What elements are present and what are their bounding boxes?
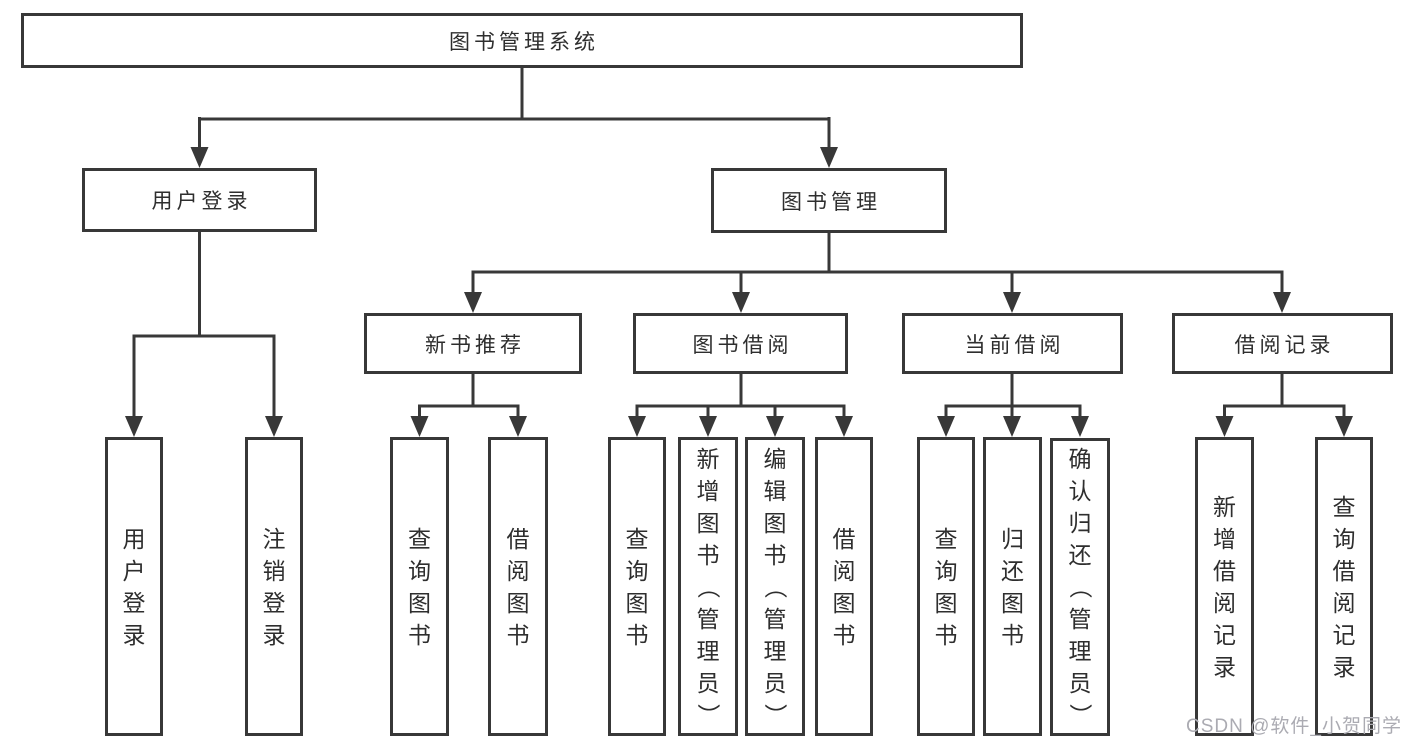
leaf-add-borrowing-record: 新增借阅记录 xyxy=(1195,437,1254,736)
leaf-return-books: 归还图书 xyxy=(983,437,1042,736)
node-book-management: 图书管理 xyxy=(711,168,947,233)
node-user-login: 用户登录 xyxy=(82,168,317,232)
leaf-user-login: 用户登录 xyxy=(105,437,163,736)
leaf-logout: 注销登录 xyxy=(245,437,303,736)
node-borrowing-records: 借阅记录 xyxy=(1172,313,1393,374)
csdn-watermark: CSDN @软件_小贺同学 xyxy=(1186,716,1402,737)
connector-lines xyxy=(132,68,1346,419)
node-new-book-recommendation: 新书推荐 xyxy=(364,313,582,374)
leaf-query-books: 查询图书 xyxy=(390,437,449,736)
leaf-query-borrowing-record: 查询借阅记录 xyxy=(1315,437,1373,736)
node-root-library-management-system: 图书管理系统 xyxy=(21,13,1023,68)
arrowhead-markers xyxy=(125,147,1353,437)
leaf-edit-books-admin: 编辑图书（管理员） xyxy=(745,437,805,736)
leaf-borrow-books-2: 借阅图书 xyxy=(815,437,873,736)
node-book-borrowing: 图书借阅 xyxy=(633,313,848,374)
leaf-query-books-2: 查询图书 xyxy=(608,437,666,736)
leaf-borrow-books: 借阅图书 xyxy=(488,437,548,736)
leaf-add-books-admin: 新增图书（管理员） xyxy=(678,437,738,736)
leaf-query-books-3: 查询图书 xyxy=(917,437,975,736)
leaf-confirm-return-admin: 确认归还（管理员） xyxy=(1050,438,1110,736)
node-current-borrowing: 当前借阅 xyxy=(902,313,1123,374)
